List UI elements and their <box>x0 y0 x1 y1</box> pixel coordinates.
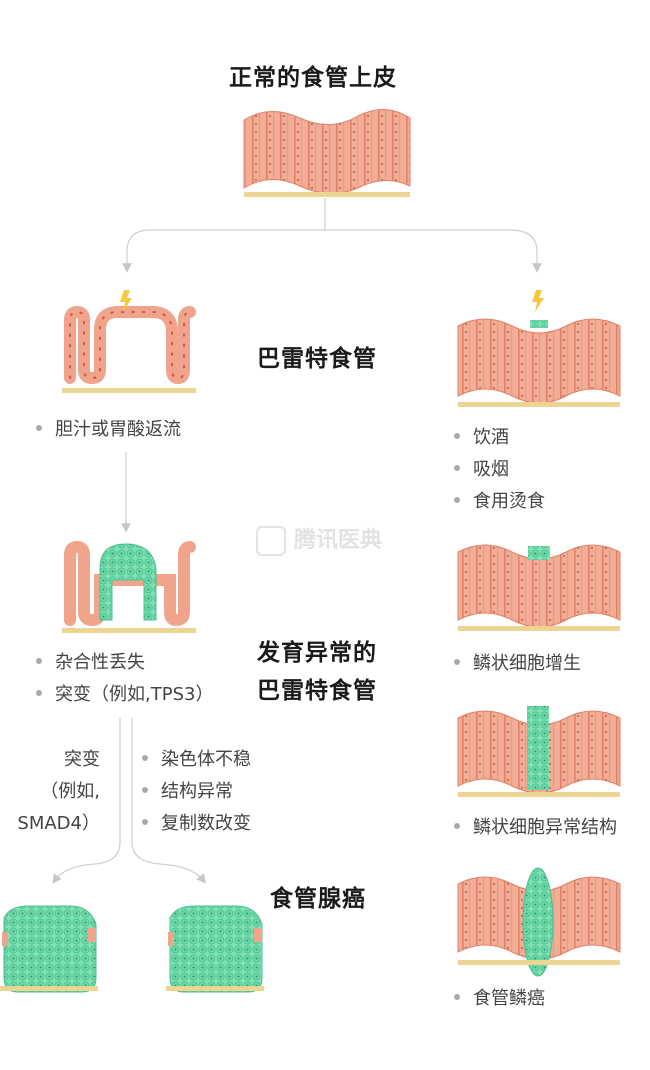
connector-arrows <box>52 198 542 884</box>
adenocarcinoma-illustration-right <box>166 905 264 993</box>
stage-barrett-title: 巴雷特食管 <box>257 346 377 372</box>
left-branch-line: SMAD4） <box>17 813 100 834</box>
list-item: 食用烫食 <box>454 486 545 518</box>
list-item: 杂合性丢失 <box>36 647 213 679</box>
squamous-hyperplasia-illustration <box>457 544 621 631</box>
squamous-dysplasia-label: 鳞状细胞异常结构 <box>454 812 617 844</box>
squamous-normal-illustration <box>457 290 621 407</box>
squamous-carcinoma-illustration <box>457 867 621 977</box>
stage-adeno-title: 食管腺癌 <box>270 886 366 912</box>
arrow-to-squamous <box>325 229 542 273</box>
left-branch-label: 突变 （例如, SMAD4） <box>6 744 100 840</box>
stage-dysplasia-line2: 巴雷特食管 <box>257 678 377 704</box>
barrett-illustration <box>62 290 196 393</box>
left-branch-line: （例如, <box>40 781 100 802</box>
adenocarcinoma-illustration-left <box>0 905 98 993</box>
squamous-carcinoma-label: 食管鳞癌 <box>454 983 545 1015</box>
list-item: 胆汁或胃酸返流 <box>36 414 181 446</box>
squamous-causes-list: 饮酒 吸烟 食用烫食 <box>454 422 545 518</box>
main-title: 正常的食管上皮 <box>229 65 397 91</box>
list-item: 饮酒 <box>454 422 545 454</box>
stage-dysplasia-line1: 发育异常的 <box>257 640 377 666</box>
watermark-logo-icon <box>256 526 286 556</box>
list-item: 染色体不稳 <box>142 744 251 776</box>
lightning-icon-squamous <box>532 290 544 312</box>
arrow-to-adeno-right <box>131 718 206 884</box>
watermark-text: 腾讯医典 <box>294 528 383 553</box>
dysplasia-barrett-illustration <box>62 540 196 633</box>
list-item: 突变（例如,TPS3） <box>36 679 213 711</box>
left-branch-line: 突变 <box>64 749 100 770</box>
watermark: 腾讯医典 <box>256 522 382 556</box>
arrow-to-barrett <box>122 229 325 273</box>
arrow-to-adeno-left <box>52 718 121 884</box>
list-item: 吸烟 <box>454 454 545 486</box>
barrett-causes-list: 胆汁或胃酸返流 <box>36 414 181 446</box>
list-item: 复制数改变 <box>142 808 251 840</box>
dysplasia-causes-list: 杂合性丢失 突变（例如,TPS3） <box>36 647 213 711</box>
lightning-icon-barrett <box>120 290 132 312</box>
squamous-dysplasia-illustration <box>457 706 621 797</box>
normal-epithelium-illustration <box>243 109 411 197</box>
list-item: 结构异常 <box>142 776 251 808</box>
squamous-hyperplasia-label: 鳞状细胞增生 <box>454 648 581 680</box>
right-branch-causes-list: 染色体不稳 结构异常 复制数改变 <box>142 744 251 840</box>
stage-dysplasia-title: 发育异常的 巴雷特食管 <box>257 634 377 710</box>
